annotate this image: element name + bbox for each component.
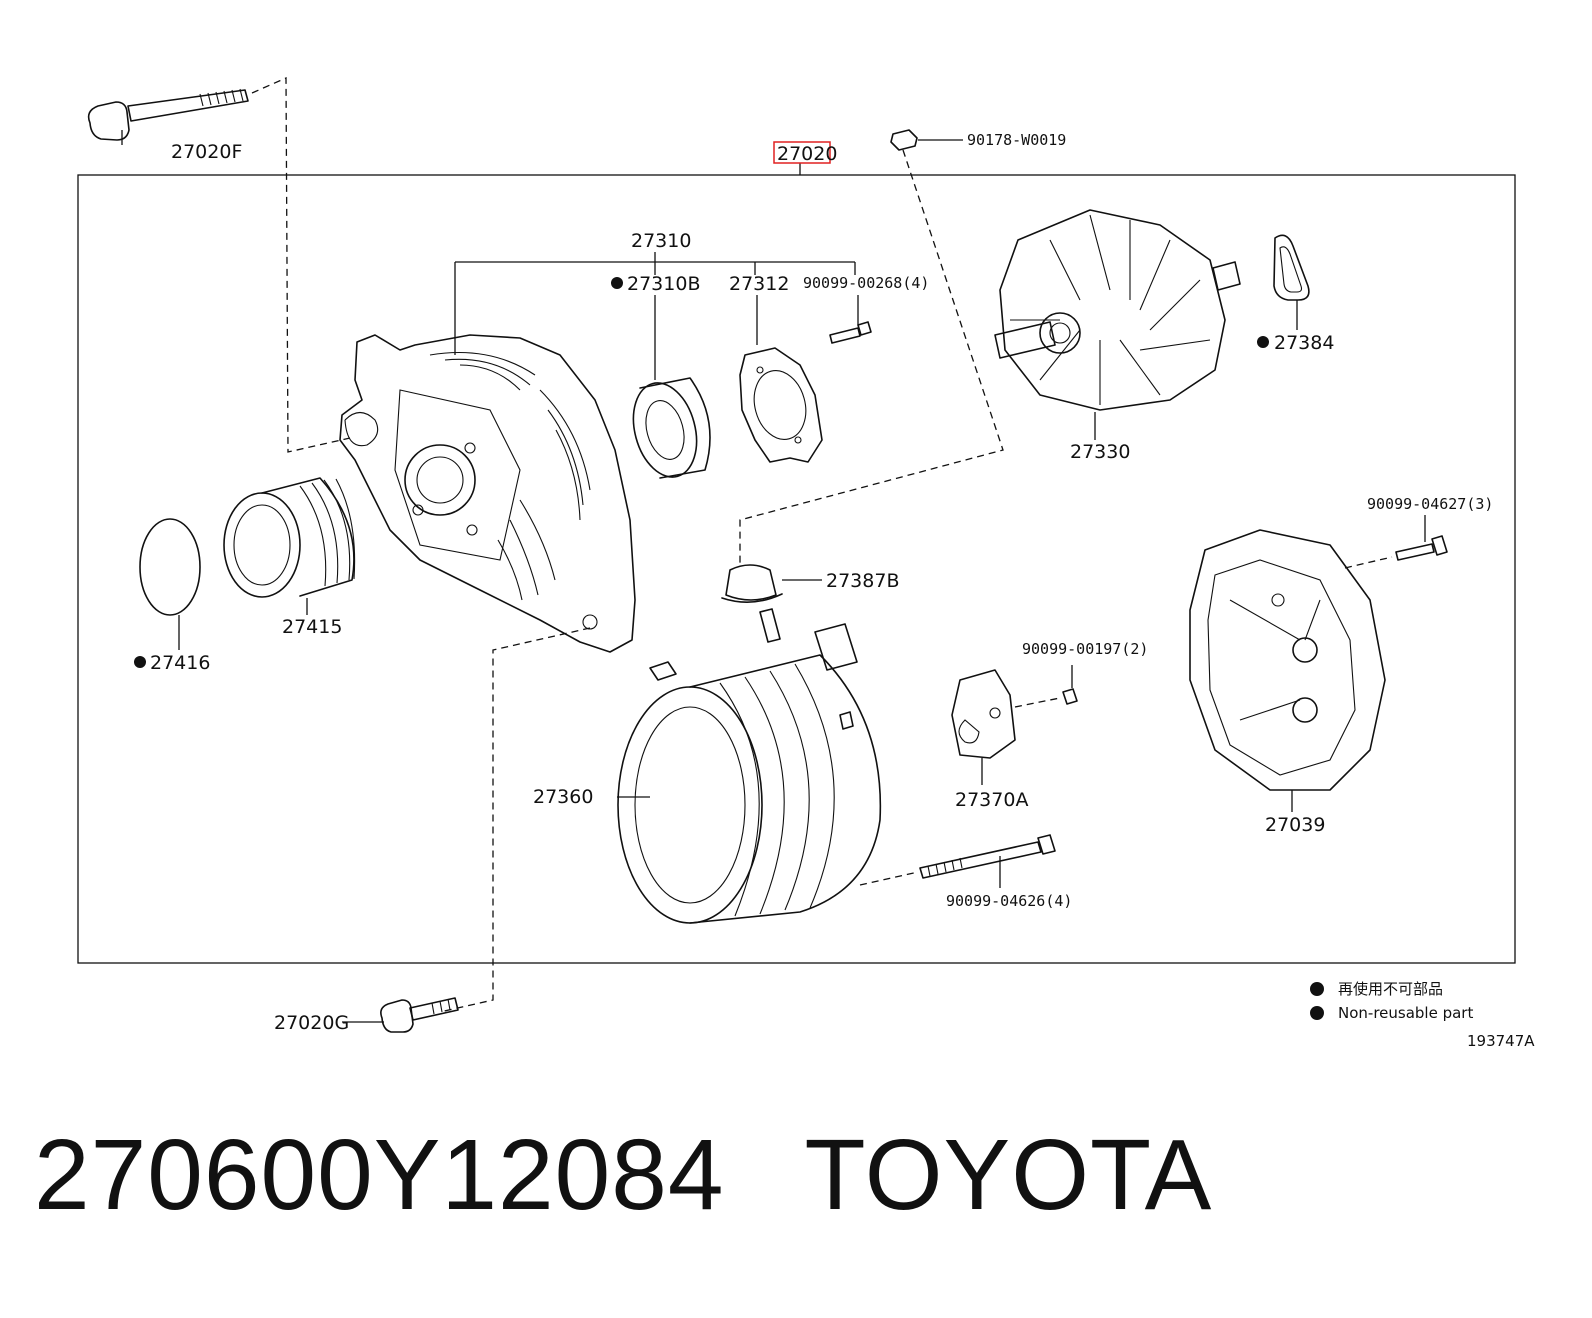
- screw-90099-00197[interactable]: [1062, 665, 1078, 705]
- dash-27020G: [439, 627, 591, 1013]
- legend-dot-en: [1310, 1006, 1324, 1020]
- label-90099-00197[interactable]: 90099-00197(2): [1022, 640, 1148, 658]
- dash-90099-04627: [1344, 556, 1393, 569]
- label-27310B[interactable]: 27310B: [627, 273, 700, 295]
- dash-90178: [739, 149, 1004, 565]
- dash-27020F: [251, 77, 351, 453]
- insulator-27387B[interactable]: [721, 564, 822, 643]
- label-90099-00268[interactable]: 90099-00268(4): [803, 274, 929, 292]
- assembly-frame: [77, 174, 1516, 964]
- nonreusable-dot-27384: [1257, 336, 1269, 348]
- bearing-27310B[interactable]: [624, 376, 711, 484]
- stator-27360[interactable]: [617, 623, 882, 924]
- legend-jp: 再使用不可部品: [1338, 980, 1443, 998]
- brand-name: TOYOTA: [804, 1119, 1213, 1231]
- label-90178-W0019[interactable]: 90178-W0019: [967, 131, 1066, 149]
- label-27312[interactable]: 27312: [729, 273, 789, 295]
- assembly-label[interactable]: 27020: [777, 143, 837, 165]
- dash-90099-04626: [859, 871, 919, 886]
- assembly-label-highlight: [773, 141, 831, 164]
- label-27310[interactable]: 27310: [631, 230, 691, 252]
- label-27330[interactable]: 27330: [1070, 441, 1130, 463]
- nonreusable-dot-27310B: [611, 277, 623, 289]
- label-27415[interactable]: 27415: [282, 616, 342, 638]
- rear-cover-27039[interactable]: [1189, 529, 1386, 812]
- label-27384[interactable]: 27384: [1274, 332, 1334, 354]
- nonreusable-dot-27416: [134, 656, 146, 668]
- nut-90178[interactable]: [890, 129, 963, 151]
- label-27039[interactable]: 27039: [1265, 814, 1325, 836]
- leader-27310: [454, 252, 856, 355]
- rotor-27330[interactable]: [994, 209, 1241, 440]
- diagram-reference: 193747A: [1467, 1032, 1535, 1050]
- legend-en: Non-reusable part: [1338, 1004, 1473, 1022]
- legend-dot-jp: [1310, 982, 1324, 996]
- label-27370A[interactable]: 27370A: [955, 789, 1028, 811]
- dash-90099-00197: [1014, 697, 1061, 708]
- brush-holder-27370A[interactable]: [951, 669, 1016, 785]
- bolt-90099-04626[interactable]: [919, 834, 1056, 888]
- bolt-90099-04627[interactable]: [1395, 515, 1448, 561]
- screw-90099-00268[interactable]: [829, 321, 872, 344]
- bolt-27020F[interactable]: [87, 88, 249, 145]
- label-90099-04626[interactable]: 90099-04626(4): [946, 892, 1072, 910]
- pulley-27415[interactable]: [223, 477, 356, 615]
- label-27020F[interactable]: 27020F: [171, 141, 242, 163]
- bolt-27020G[interactable]: [342, 997, 459, 1033]
- label-27387B[interactable]: 27387B: [826, 570, 899, 592]
- part-caption: 270600Y12084 TOYOTA: [34, 1118, 1212, 1233]
- ring-27384[interactable]: [1273, 234, 1310, 330]
- label-90099-04627[interactable]: 90099-04627(3): [1367, 495, 1493, 513]
- drive-end-frame-27310[interactable]: [339, 334, 636, 653]
- cap-27416[interactable]: [139, 518, 201, 650]
- part-number: 270600Y12084: [34, 1119, 725, 1231]
- retainer-plate-27312[interactable]: [739, 347, 823, 463]
- label-27416[interactable]: 27416: [150, 652, 210, 674]
- label-27360[interactable]: 27360: [533, 786, 593, 808]
- legend: 再使用不可部品 Non-reusable part: [1310, 980, 1473, 1022]
- label-27020G[interactable]: 27020G: [274, 1012, 349, 1034]
